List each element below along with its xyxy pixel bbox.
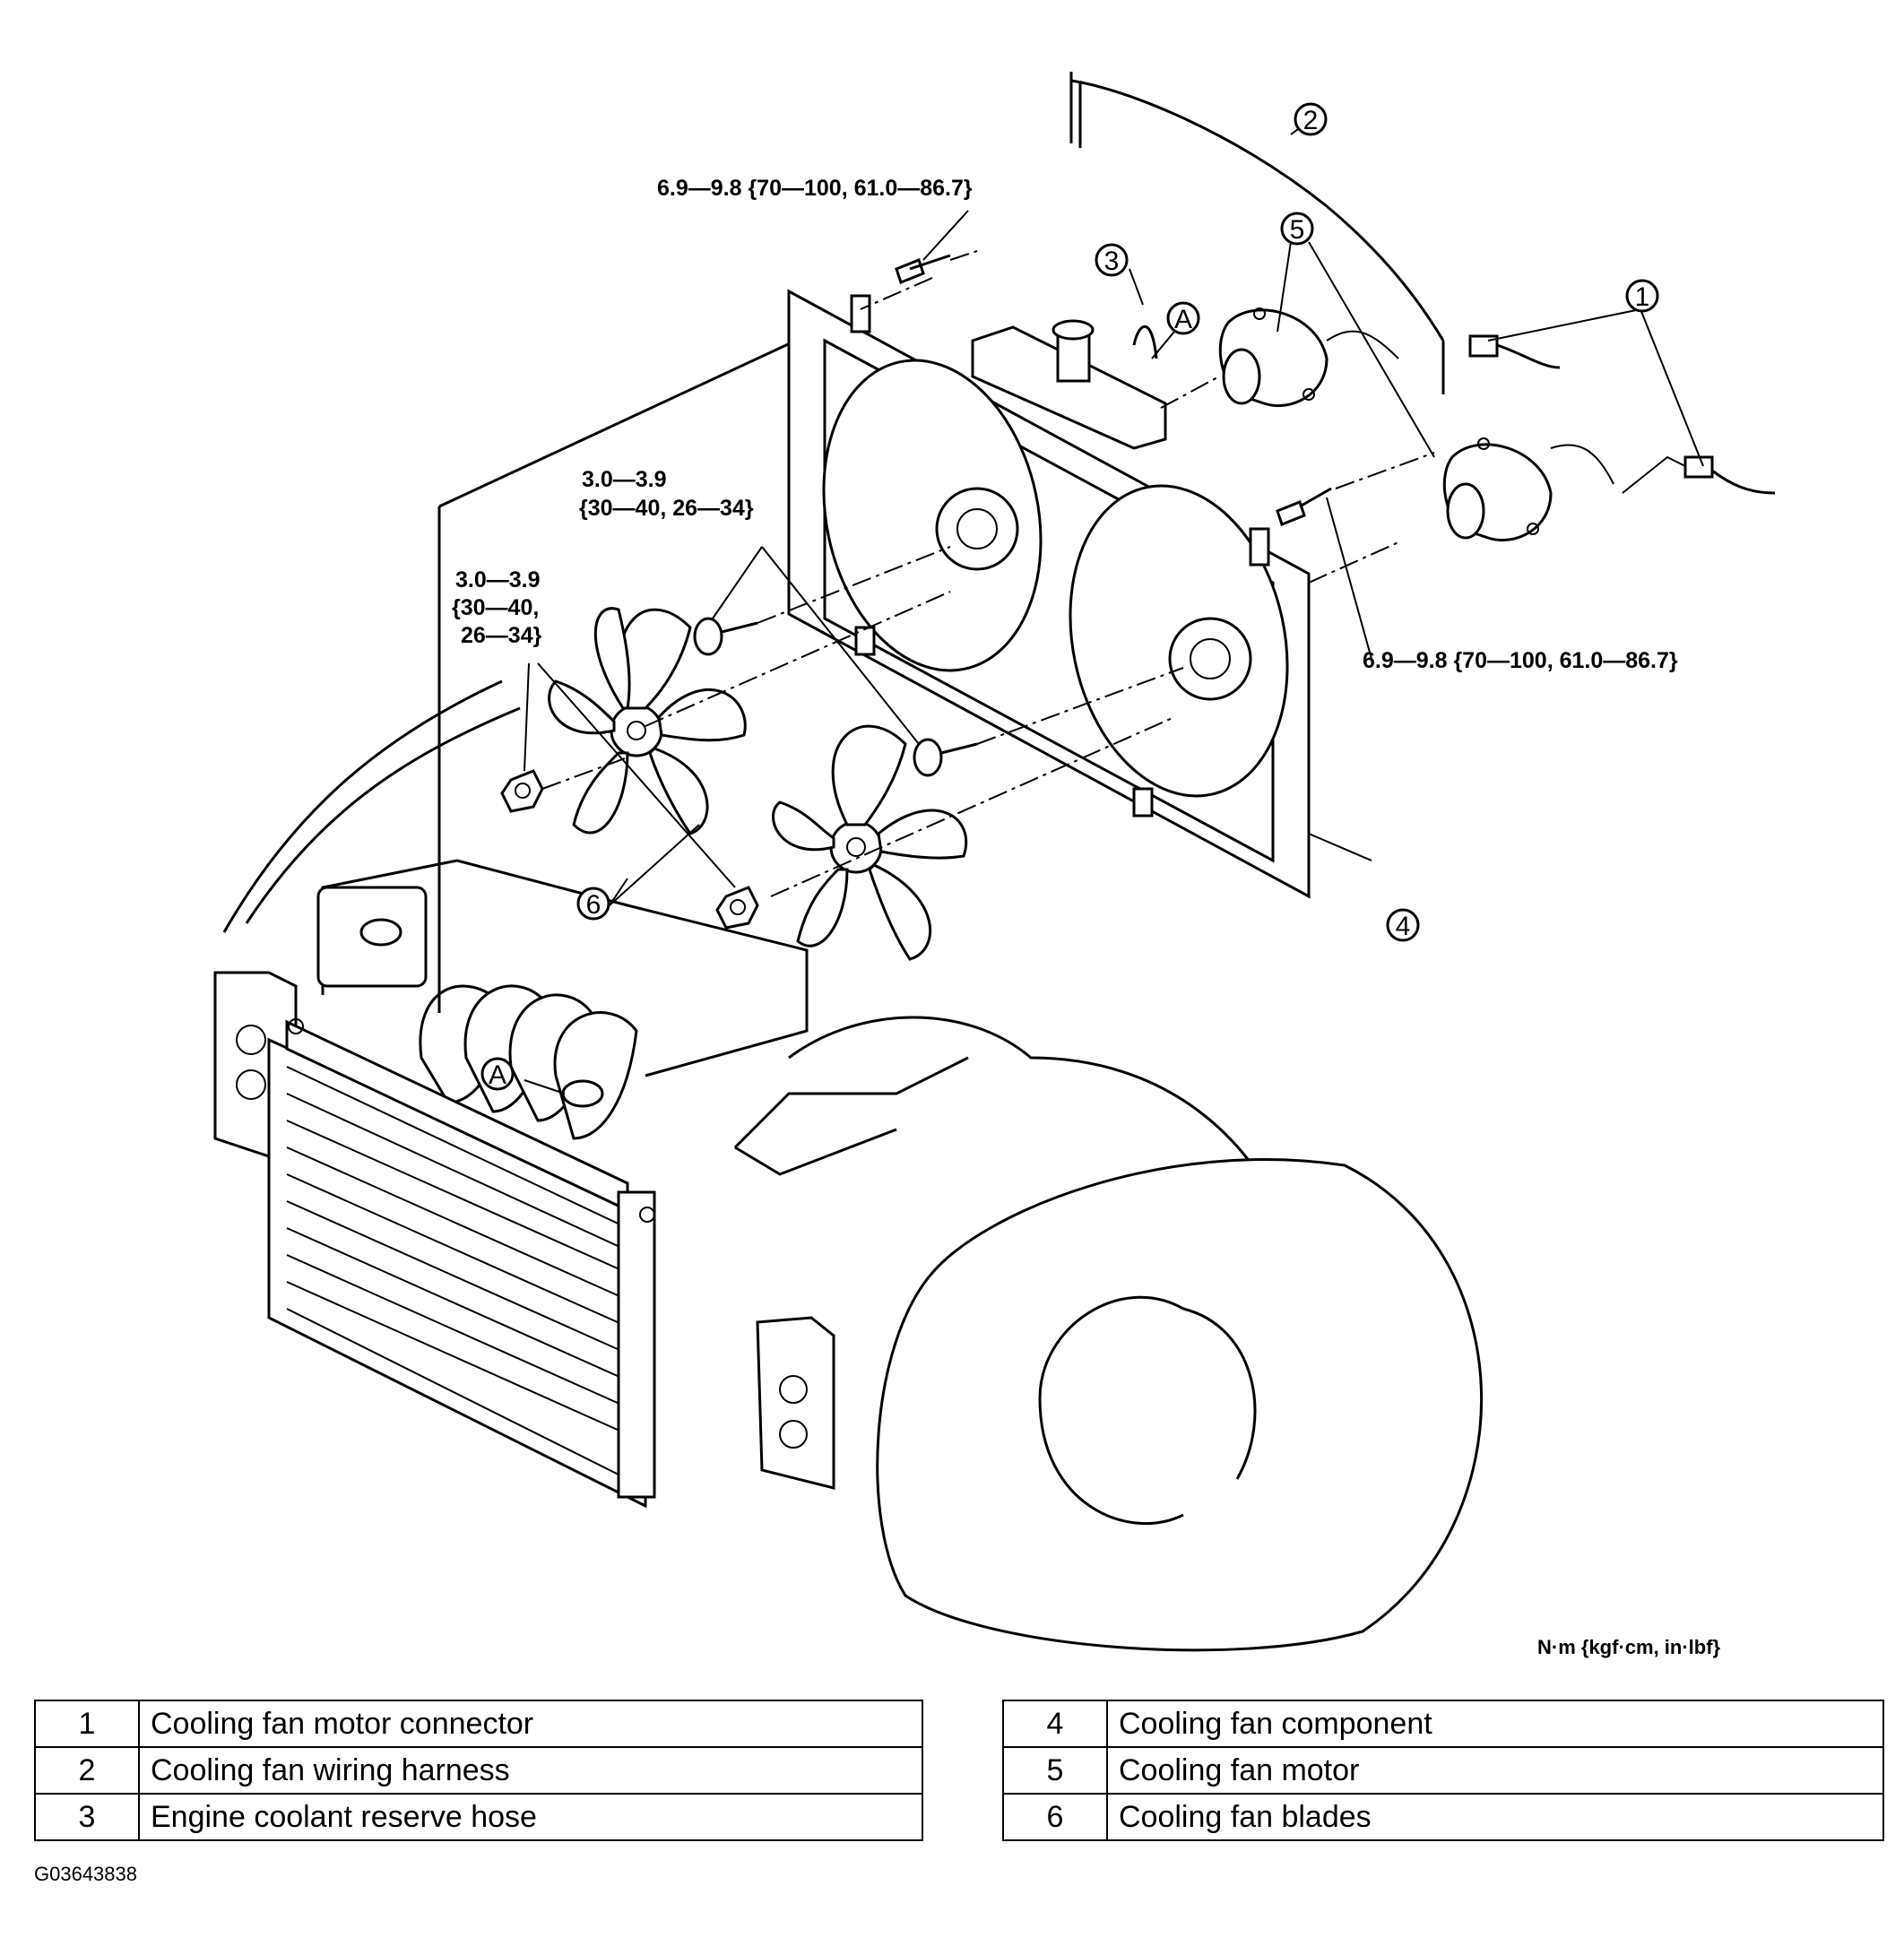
legend-number: 3 [34,1793,140,1841]
assembly-reference-line [438,325,826,508]
legend-row: 6 Cooling fan blades [1002,1793,1884,1841]
callout-4-label: 4 [1396,912,1411,941]
legend-row: 2 Cooling fan wiring harness [34,1746,923,1795]
leader-lines [524,120,1704,1094]
fan-blade-upper [548,607,747,835]
fan-motor-upper [1218,307,1399,408]
callout-5: 5 [1280,212,1314,246]
callout-3: 3 [1095,243,1129,277]
coolant-reserve-tank [971,319,1167,450]
callout-1: 1 [1625,279,1659,313]
legend-number: 4 [1002,1700,1108,1748]
legend-label: Engine coolant reserve hose [138,1793,923,1841]
legend-row: 1 Cooling fan motor connector [34,1700,923,1748]
torque-center-line2: {30—40, 26—34} [579,496,754,521]
legend-row: 4 Cooling fan component [1002,1700,1884,1748]
callout-a-bottom-label: A [489,1060,506,1090]
callout-3-label: 3 [1104,247,1120,276]
callout-2-label: 2 [1303,106,1319,135]
legend-label: Cooling fan motor connector [138,1700,923,1748]
vehicle-body [213,679,1483,1652]
alignment-lines [541,250,1435,897]
callout-1-label: 1 [1635,282,1650,312]
legend-label: Cooling fan component [1106,1700,1884,1748]
legend-number: 6 [1002,1793,1108,1841]
torque-left-line1: 3.0—3.9 [455,567,541,593]
fan-shroud [787,289,1311,899]
legend-number: 5 [1002,1746,1108,1795]
callout-a-bottom: A [480,1057,515,1091]
callout-6-label: 6 [586,890,601,920]
bolts-and-nuts [500,254,1332,930]
legend-label: Cooling fan wiring harness [138,1746,923,1795]
legend-label: Cooling fan motor [1106,1746,1884,1795]
torque-units: N·m {kgf·cm, in·lbf} [1537,1636,1721,1658]
legend-table-left: 1 Cooling fan motor connector 2 Cooling … [34,1700,923,1841]
legend-row: 5 Cooling fan motor [1002,1746,1884,1795]
radiator-condenser [267,1018,656,1509]
torque-left-line2: {30—40, [452,595,539,620]
legend-label: Cooling fan blades [1106,1793,1884,1841]
callout-4: 4 [1386,908,1420,942]
callout-a-top: A [1166,301,1200,335]
torque-left-line3: 26—34} [461,623,542,648]
torque-right-bolt: 6.9—9.8 {70—100, 61.0—86.7} [1363,648,1678,673]
callout-a-top-label: A [1174,305,1192,334]
torque-center-line1: 3.0—3.9 [582,467,667,492]
legend-number: 1 [34,1700,140,1748]
callout-5-label: 5 [1290,215,1305,245]
callout-2: 2 [1294,102,1328,136]
figure-id: G03643838 [34,1863,137,1885]
legend-table-right: 4 Cooling fan component 5 Cooling fan mo… [1002,1700,1884,1841]
torque-top-bolt: 6.9—9.8 {70—100, 61.0—86.7} [657,176,973,201]
legend-number: 2 [34,1746,140,1795]
fan-blade-lower [772,724,968,961]
wiring-harness [1069,72,1776,495]
fan-motor-lower [1442,437,1614,542]
legend-row: 3 Engine coolant reserve hose [34,1793,923,1841]
callout-6: 6 [576,887,610,921]
